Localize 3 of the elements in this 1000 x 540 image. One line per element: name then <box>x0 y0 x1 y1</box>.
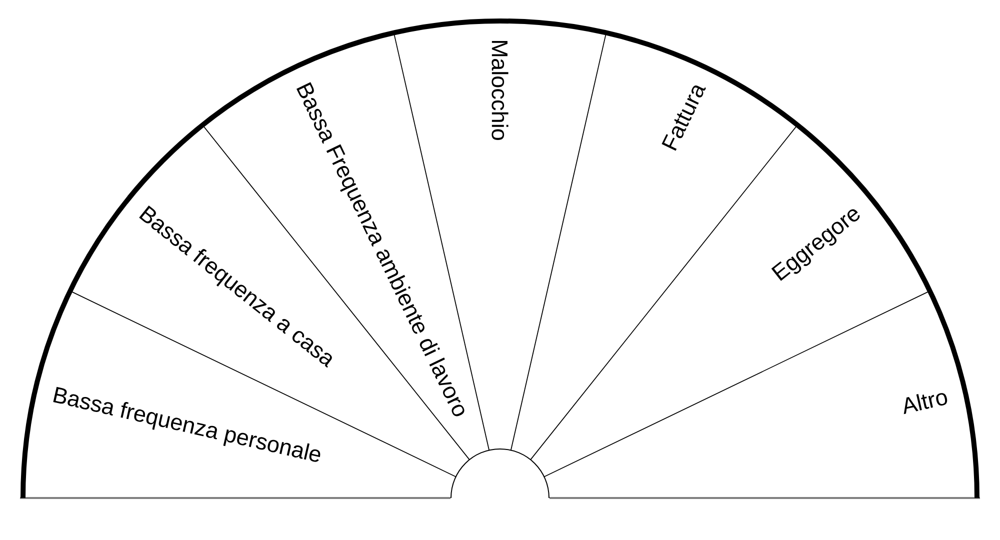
sector-label: Altro <box>904 393 948 414</box>
sector-label: Bassa frequenza personale <box>53 386 320 462</box>
sector-label: Malocchio <box>492 41 508 140</box>
